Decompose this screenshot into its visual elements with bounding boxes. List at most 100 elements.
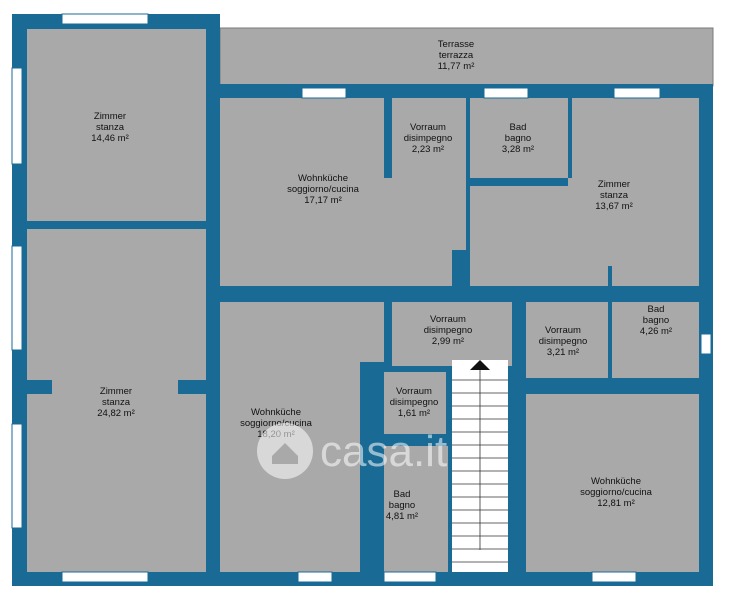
window-top-3 xyxy=(613,87,661,99)
window-bottom-1 xyxy=(61,571,149,583)
wall-bad-top-bottom xyxy=(470,178,568,186)
room-name-it: bagno xyxy=(389,500,415,511)
staircase xyxy=(452,360,508,572)
room-area: 2,99 m² xyxy=(432,336,464,347)
room-wohnkueche-bottom-right xyxy=(526,394,699,572)
room-name-it: soggiorno/cucina xyxy=(580,487,653,498)
room-name-de: Vorraum xyxy=(396,386,432,397)
room-area: 24,82 m² xyxy=(97,408,135,419)
window-left-1 xyxy=(11,67,23,165)
wall-vorraum-center-left xyxy=(384,302,392,366)
window-bottom-3 xyxy=(383,571,437,583)
room-name-de: Zimmer xyxy=(598,179,630,190)
window-bottom-4 xyxy=(591,571,637,583)
room-name-it: stanza xyxy=(96,122,125,133)
room-name-de: Vorraum xyxy=(410,122,446,133)
window-top-1 xyxy=(301,87,347,99)
room-name-it: soggiorno/cucina xyxy=(287,184,360,195)
window-right xyxy=(700,333,712,355)
wall-vertical-left xyxy=(206,14,220,586)
wall-middle-horizontal xyxy=(220,286,713,302)
room-vorraum-small xyxy=(384,372,446,434)
stair-arrow-icon xyxy=(470,360,490,370)
wall-bad-right-left xyxy=(608,266,612,378)
room-name-de: Bad xyxy=(510,122,527,133)
watermark: casa.it xyxy=(257,423,447,479)
room-vorraum-top xyxy=(392,98,466,178)
window-bottom-2 xyxy=(297,571,333,583)
window-top-2 xyxy=(483,87,529,99)
wall-zimmer-divider xyxy=(12,221,206,229)
room-name-de: Bad xyxy=(394,489,411,500)
wall-stub-right xyxy=(178,380,206,394)
room-name-it: disimpegno xyxy=(539,336,588,347)
wall-stair-right xyxy=(512,294,526,572)
terrace-label: Terrasse terrazza 11,77 m² xyxy=(438,39,475,72)
room-area: 12,81 m² xyxy=(597,498,635,509)
room-name-de: Wohnküche xyxy=(298,173,348,184)
room-name-it: stanza xyxy=(600,190,629,201)
room-name-it: disimpegno xyxy=(390,397,439,408)
windows xyxy=(11,13,712,583)
wall-vorraum-top-left xyxy=(384,98,392,178)
wall-bad-right-bottom xyxy=(526,378,713,394)
room-name-de: Zimmer xyxy=(94,111,126,122)
room-area: 2,23 m² xyxy=(412,144,444,155)
room-area: 14,46 m² xyxy=(91,133,129,144)
wall-center-vertical xyxy=(466,98,470,286)
terrace-name-de: Terrasse xyxy=(438,39,474,50)
room-bad-top-overlay xyxy=(470,98,568,178)
room-area: 17,17 m² xyxy=(304,195,342,206)
window-left-3 xyxy=(11,423,23,529)
wall-small-vertical xyxy=(360,362,384,572)
room-name-de: Zimmer xyxy=(100,386,132,397)
room-area: 3,21 m² xyxy=(547,347,579,358)
room-area: 13,67 m² xyxy=(595,201,633,212)
room-area: 1,61 m² xyxy=(398,408,430,419)
room-vorraum-center xyxy=(392,302,512,366)
room-name-de: Vorraum xyxy=(545,325,581,336)
window-top-left xyxy=(61,13,149,25)
room-name-it: disimpegno xyxy=(424,325,473,336)
room-name-it: disimpegno xyxy=(404,133,453,144)
wall-bad-bottom-top xyxy=(378,434,448,446)
room-name-de: Vorraum xyxy=(430,314,466,325)
room-name-de: Bad xyxy=(648,304,665,315)
room-bad-right xyxy=(612,266,699,378)
room-area: 4,81 m² xyxy=(386,511,418,522)
room-area: 4,26 m² xyxy=(640,326,672,337)
wall-stub-left xyxy=(12,380,52,394)
room-name-de: Wohnküche xyxy=(591,476,641,487)
room-area: 3,28 m² xyxy=(502,144,534,155)
terrace-area xyxy=(219,27,714,87)
room-name-de: Wohnküche xyxy=(251,407,301,418)
room-zimmer-bottom-left xyxy=(27,229,206,572)
room-name-it: stanza xyxy=(102,397,131,408)
watermark-text: casa.it xyxy=(320,427,447,476)
room-name-it: bagno xyxy=(643,315,669,326)
terrace-area: 11,77 m² xyxy=(438,61,475,72)
wall-bad-top-right xyxy=(568,98,572,178)
room-name-it: bagno xyxy=(505,133,531,144)
room-wohnkueche-bottom-left-ext xyxy=(360,302,384,362)
room-name-it: soggiorno/cucina xyxy=(240,418,313,429)
wall-center-block xyxy=(452,250,470,286)
terrace-name-it: terrazza xyxy=(439,50,474,61)
window-left-2 xyxy=(11,245,23,351)
room-vorraum-right xyxy=(516,294,608,378)
room-zimmer-top-left xyxy=(27,29,206,221)
